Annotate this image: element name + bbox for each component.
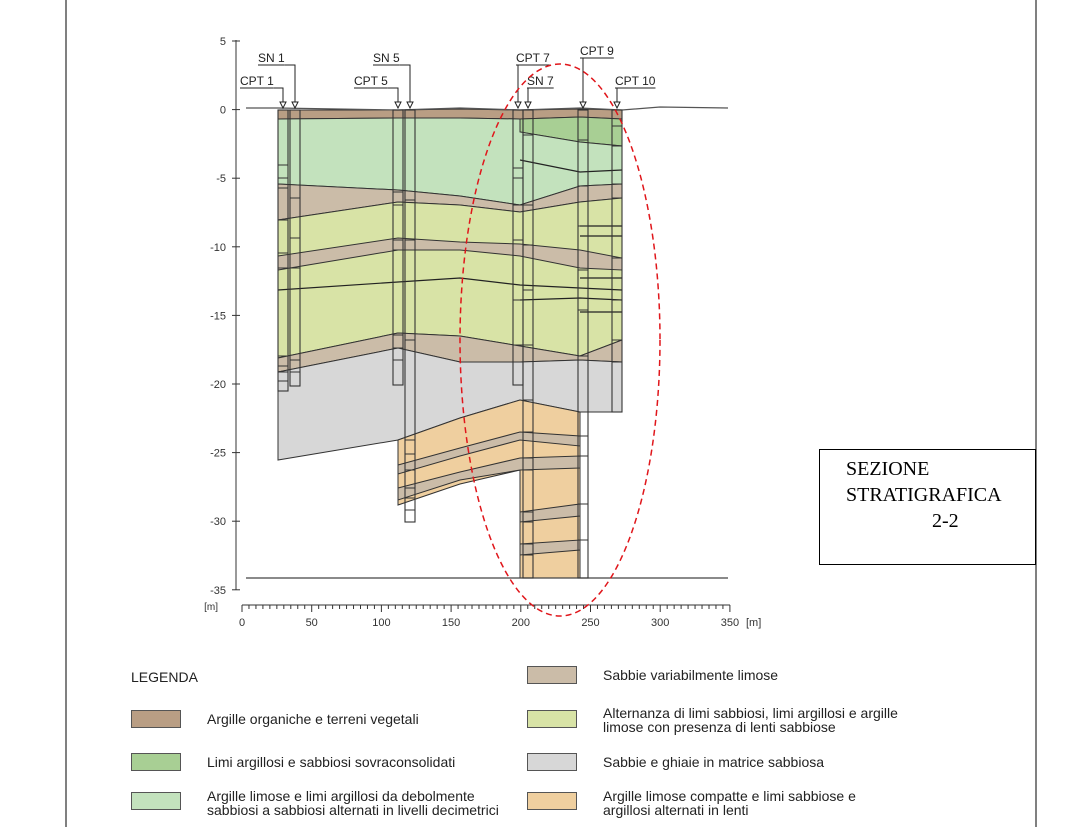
legend-item-overconsolidated-silt: Limi argillosi e sabbiosi sovraconsolida…: [131, 753, 455, 771]
legend-swatch: [527, 792, 577, 810]
borehole-label: CPT 7: [516, 51, 550, 65]
borehole-label: CPT 9: [580, 44, 614, 58]
legend-item-sand-gravel: Sabbie e ghiaie in matrice sabbiosa: [527, 753, 824, 771]
borehole-marker: [579, 101, 587, 110]
borehole-leader-line: [284, 64, 296, 104]
section-title-line3: 2-2: [932, 510, 959, 532]
borehole-leader-line: [527, 87, 529, 104]
x-tick-label: 0: [239, 617, 245, 629]
x-tick-label: 350: [721, 617, 739, 629]
borehole-label: SN 1: [258, 51, 285, 65]
stratum-sand-lens-1: [397, 431, 581, 475]
borehole-column: [392, 109, 404, 386]
borehole-marker: [613, 101, 621, 110]
y-tick-label: -15: [210, 310, 226, 322]
borehole-marker: [514, 101, 522, 110]
legend-swatch: [131, 792, 181, 810]
borehole-marker: [524, 101, 532, 110]
borehole-label: SN 5: [373, 51, 400, 65]
highlight-ellipse: [459, 63, 661, 617]
x-tick-label: 100: [372, 617, 390, 629]
boundary-line: [519, 297, 623, 301]
y-axis-unit: [m]: [204, 602, 218, 613]
y-axis: 5 0 -5 -10 -15 -20 -25 -30 -35 [m]: [204, 36, 240, 613]
borehole-column: [611, 109, 623, 413]
legend-item-silty-clay: Argille limose e limi argillosi da debol…: [131, 788, 499, 818]
y-tick-label: 5: [220, 36, 226, 48]
legend-swatch: [527, 753, 577, 771]
stratum-alternating-silt-clay: [277, 197, 623, 359]
y-tick-label: 0: [220, 105, 226, 117]
x-tick-label: 200: [512, 617, 530, 629]
y-tick-label: -20: [210, 379, 226, 391]
borehole-leader-line: [615, 87, 618, 104]
borehole-label: CPT 1: [240, 74, 274, 88]
borehole-label: SN 7: [527, 74, 554, 88]
legend-label: Argille limose e limi argillosi da debol…: [207, 788, 499, 818]
boundary-line: [277, 277, 623, 291]
legend-label: Argille organiche e terreni vegetali: [207, 711, 419, 727]
legend-swatch: [131, 753, 181, 771]
y-tick-label: -25: [210, 448, 226, 460]
borehole-labels: CPT 1 SN 1 CPT 5 SN 5 CPT 7 SN 7 CPT 9 CPT 10: [240, 44, 656, 110]
legend-swatch: [527, 710, 577, 728]
legend-label: Sabbie variabilmente limose: [603, 667, 779, 683]
stratum-sand-lens-3: [519, 503, 581, 523]
borehole-marker: [279, 101, 287, 110]
section-title-line2: STRATIGRAFICA: [846, 484, 1002, 506]
legend-item-compact-clay: Argille limose compatte e limi sabbiose …: [527, 788, 856, 818]
borehole-columns: [277, 109, 623, 579]
legend-item-alternating: Alternanza di limi sabbiosi, limi argill…: [527, 706, 898, 734]
borehole-leader-line: [273, 87, 284, 104]
borehole-marker: [394, 101, 402, 110]
borehole-label: CPT 10: [615, 74, 656, 88]
y-tick-label: -35: [210, 585, 226, 597]
legend-label: Limi argillosi e sabbiosi sovraconsolida…: [207, 754, 456, 770]
borehole-leader-line: [387, 87, 399, 104]
stratum-sand-lens-2: [397, 455, 581, 501]
x-tick-label: 300: [651, 617, 669, 629]
borehole-column: [577, 109, 589, 579]
section-title-box: SEZIONE STRATIGRAFICA 2-2: [819, 449, 1036, 565]
stratum-sand-lens-4: [519, 539, 581, 556]
legend-label: Alternanza di limi sabbiosi, limi argill…: [603, 705, 898, 735]
borehole-column: [289, 109, 301, 387]
y-tick-label: -30: [210, 516, 226, 528]
y-tick-label: -10: [210, 242, 226, 254]
borehole-marker: [291, 101, 299, 110]
legend-swatch: [527, 666, 577, 684]
legend-item-silty-sand: Sabbie variabilmente limose: [527, 666, 778, 684]
legend-label: Sabbie e ghiaie in matrice sabbiosa: [603, 754, 825, 770]
legend-title: LEGENDA: [131, 669, 198, 685]
borehole-leader-line: [580, 57, 584, 104]
borehole-column: [404, 109, 416, 523]
x-tick-label: 150: [442, 617, 460, 629]
section-title-line1: SEZIONE: [846, 458, 930, 480]
borehole-column: [522, 109, 534, 579]
legend-item-organic-clay: Argille organiche e terreni vegetali: [131, 710, 419, 728]
x-tick-label: 250: [581, 617, 599, 629]
borehole-column: [277, 109, 289, 392]
boundary-line: [519, 159, 623, 173]
x-tick-label: 50: [306, 617, 318, 629]
borehole-leader-line: [399, 64, 411, 104]
x-axis-unit: [m]: [746, 617, 761, 629]
legend-swatch: [131, 710, 181, 728]
y-tick-label: -5: [216, 173, 226, 185]
borehole-leader-line: [516, 64, 519, 104]
borehole-marker: [406, 101, 414, 110]
strata-layers: [277, 108, 623, 579]
x-axis: 0 50 100 150 200 250 300 350 [m]: [239, 604, 761, 629]
legend-label: Argille limose compatte e limi sabbiose …: [603, 788, 856, 818]
borehole-label: CPT 5: [354, 74, 388, 88]
